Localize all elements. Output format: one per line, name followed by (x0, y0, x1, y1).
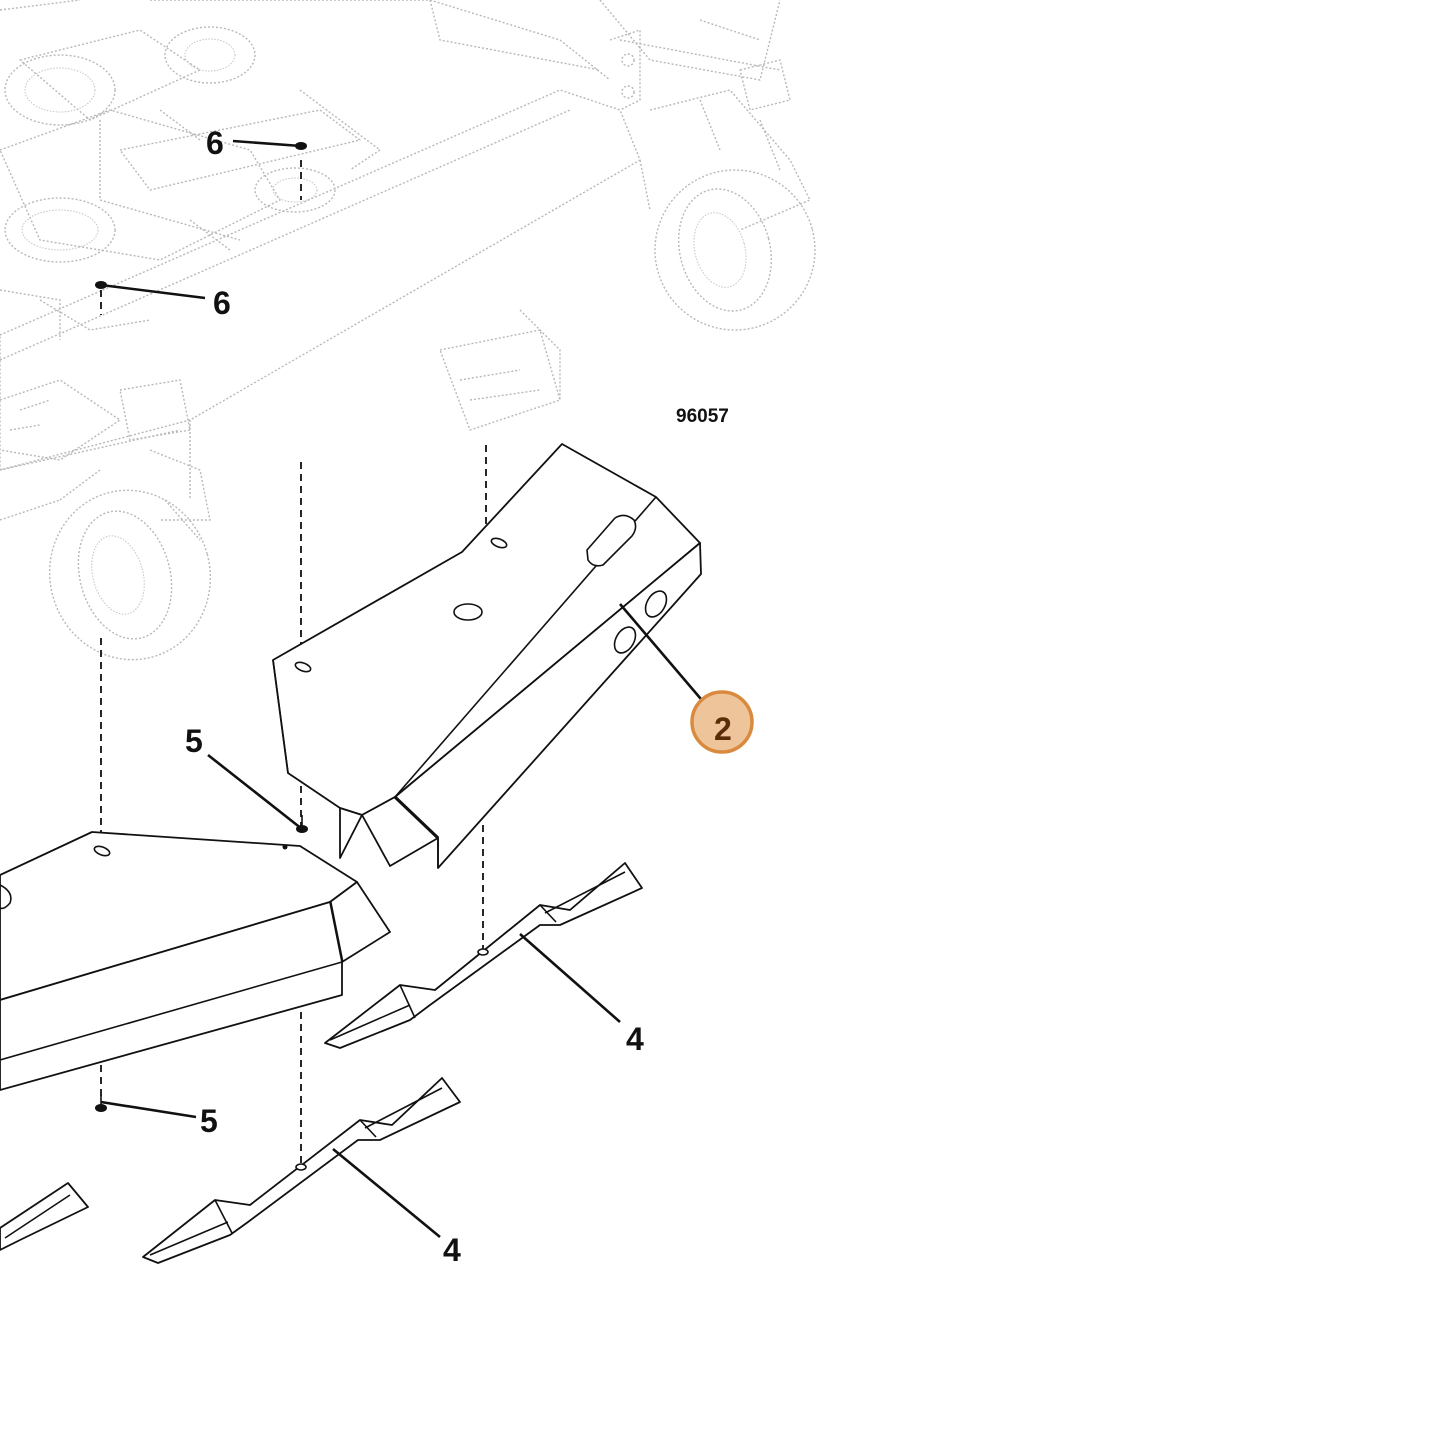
blade-partial (0, 1182, 89, 1251)
leader-5-upper (207, 753, 303, 831)
baffle-hole (453, 603, 483, 621)
leader-4-right (519, 933, 621, 1023)
baffle-mount-hole (490, 537, 508, 549)
callout-5-lower[interactable]: 5 (200, 1103, 218, 1139)
blade-left[interactable] (142, 1077, 461, 1264)
leader-4-left (332, 1147, 441, 1239)
baffle-mount-hole-left (294, 661, 312, 673)
callout-6-upper[interactable]: 6 (206, 125, 224, 161)
callout-2-highlight[interactable] (690, 690, 754, 754)
leader-6-upper (232, 139, 302, 148)
leader-lines (100, 139, 713, 1239)
mower-deck-ghost (0, 0, 816, 661)
callout-4-left[interactable]: 4 (443, 1232, 461, 1268)
callout-labels: 6 6 2 5 5 4 4 96057 (185, 125, 732, 1268)
baffle-slot (586, 514, 637, 567)
callout-5-upper[interactable]: 5 (185, 723, 203, 759)
leader-5-lower (100, 1100, 197, 1119)
callout-6-lower[interactable]: 6 (213, 285, 231, 321)
baffle-side-hole-2 (613, 626, 637, 654)
figure-number: 96057 (676, 406, 729, 427)
blade-right[interactable] (324, 862, 643, 1049)
callout-2[interactable]: 2 (714, 711, 732, 747)
left-baffle-hole (93, 845, 111, 857)
leader-2 (619, 603, 713, 713)
callout-4-right[interactable]: 4 (626, 1021, 644, 1057)
leader-6-lower (100, 283, 206, 300)
baffle-side-hole-1 (644, 590, 668, 618)
baffle-part-2[interactable] (272, 443, 702, 869)
baffle-left (0, 831, 391, 1091)
